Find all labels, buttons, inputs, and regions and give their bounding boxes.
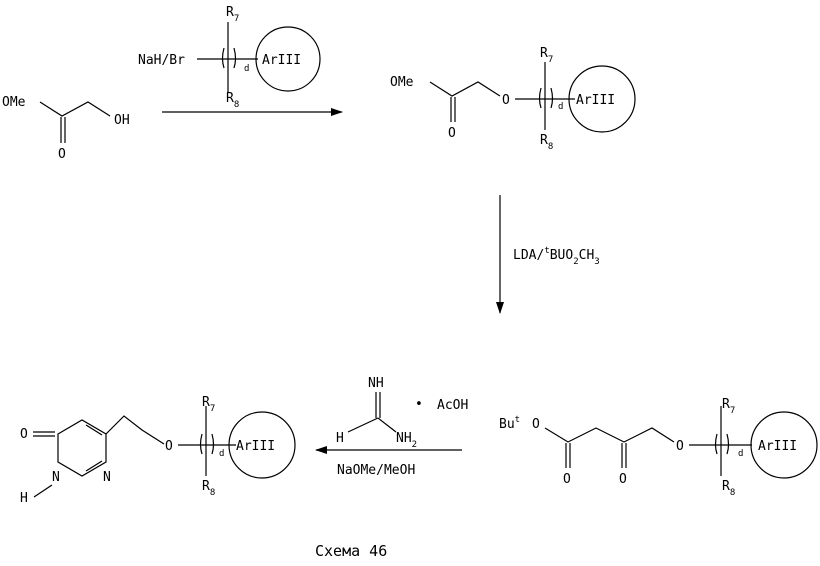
naome-reagent-label: NaOMe/MeOH (337, 463, 415, 478)
paren-left-3 (716, 434, 718, 454)
carbonyl-o-label-2: O (448, 126, 456, 141)
tbu-label: But (499, 415, 520, 432)
r7-label-2: R7 (540, 46, 553, 65)
ome-label: OMe (2, 95, 26, 110)
reagent-nah-bromide: NaH/Br R7 R8 d ArIII (138, 5, 320, 110)
nh-h-label: H (20, 491, 28, 506)
paren-right-3 (727, 434, 729, 454)
d-subscript-3: d (738, 449, 743, 459)
paren-left (223, 48, 225, 68)
ariii-label-3: ArIII (758, 439, 797, 454)
ariii-label-2: ArIII (576, 93, 615, 108)
ariii-label: ArIII (262, 53, 301, 68)
r8-label-2: R8 (540, 133, 553, 152)
ariii-label-4: ArIII (236, 439, 275, 454)
bond-n-h (34, 485, 52, 497)
scheme-caption: Схема 46 (315, 542, 387, 560)
h-label: H (336, 431, 344, 446)
ketone-o-label: O (619, 472, 627, 487)
d-subscript: d (244, 64, 249, 74)
d-subscript-2: d (558, 102, 563, 112)
compound-methyl-glycolate: OMe O OH (2, 95, 130, 162)
paren-right-4 (212, 434, 214, 454)
ether-o-label-4: O (165, 439, 173, 454)
bond-chain (40, 102, 110, 116)
compound-beta-ketoester: But O O O O R7 R8 d ArIII (499, 397, 817, 498)
n3-label: N (52, 470, 60, 485)
paren-left-2 (540, 88, 542, 108)
compound-aryloxy-acetate: OMe O O R7 R8 d ArIII (390, 46, 635, 152)
imine-nh-label: NH (368, 376, 384, 391)
r7-label: R7 (226, 5, 239, 24)
bond-ch2-o (106, 416, 164, 444)
r8-label: R8 (226, 91, 239, 110)
bond-c-nh2 (378, 418, 396, 432)
acoh-label: AcOH (437, 398, 468, 413)
nah-br-label: NaH/Br (138, 53, 185, 68)
ome-label-2: OMe (390, 75, 414, 90)
ether-o-label-3: O (676, 439, 684, 454)
amine-nh2-label: NH2 (396, 431, 417, 450)
paren-right (234, 48, 236, 68)
reagent-guanidine-acetate: NH H NH2 • AcOH (336, 376, 468, 450)
compound-pyrimidinone: O N N H O R7 R8 d ArIII (20, 395, 295, 506)
paren-left-4 (201, 434, 203, 454)
pyrimidine-ring (58, 420, 106, 476)
carbonyl-o-label: O (58, 147, 66, 162)
pyrimidinone-o-label: O (20, 427, 28, 442)
salt-dot: • (415, 397, 423, 412)
ester-carbonyl-o: O (563, 472, 571, 487)
paren-right-2 (551, 88, 553, 108)
bond-c-h (348, 418, 378, 432)
d-subscript-4: d (219, 449, 224, 459)
oh-label: OH (114, 113, 130, 128)
r8-label-4: R8 (202, 479, 215, 498)
ether-o-label: O (502, 93, 510, 108)
r7-label-3: R7 (722, 397, 735, 416)
r8-label-3: R8 (722, 479, 735, 498)
bond-chain-2 (430, 82, 500, 96)
ester-o-label: O (532, 417, 540, 432)
r7-label-4: R7 (202, 395, 215, 414)
n1-label: N (103, 470, 111, 485)
lda-reagent-label: LDA/tBUO2CH3 (513, 246, 600, 267)
bond-chain-3 (545, 428, 674, 442)
